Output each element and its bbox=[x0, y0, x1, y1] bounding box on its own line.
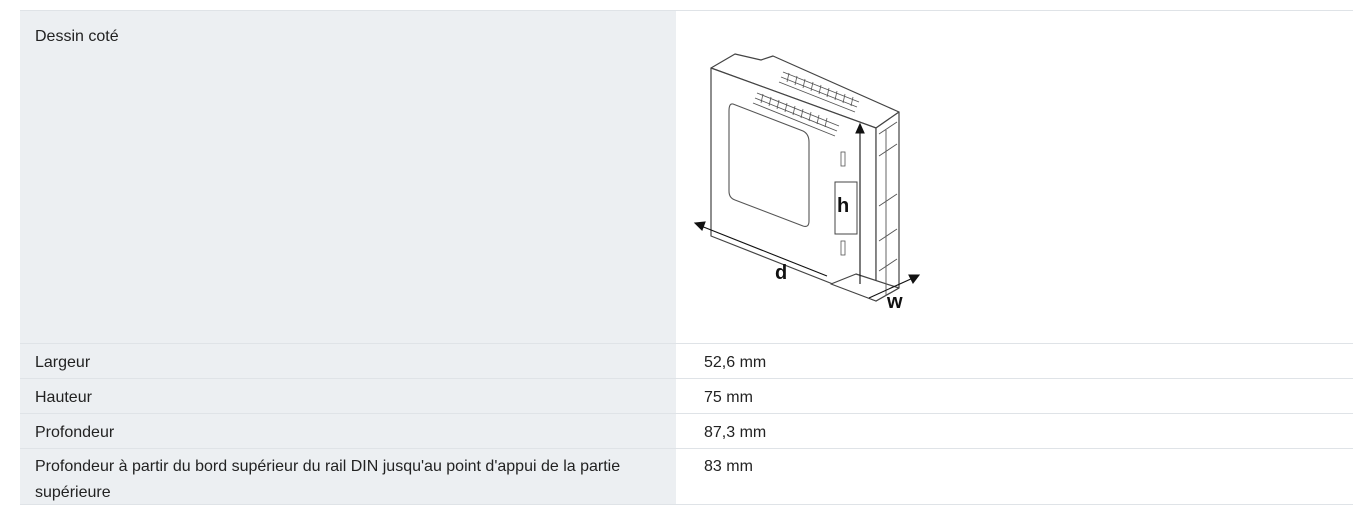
depth-dimension-label: d bbox=[775, 262, 787, 284]
width-dimension-label: w bbox=[886, 291, 903, 313]
dimension-drawing-cell: h d w bbox=[676, 11, 1353, 343]
spec-value: 52,6 mm bbox=[676, 344, 1353, 378]
spec-label: Largeur bbox=[20, 344, 676, 378]
spec-label: Profondeur bbox=[20, 414, 676, 448]
table-row-hauteur: Hauteur 75 mm bbox=[20, 379, 1353, 414]
spec-label: Profondeur à partir du bord supérieur du… bbox=[20, 449, 676, 504]
dimension-drawing-label: Dessin coté bbox=[20, 11, 676, 343]
table-row-dimension-drawing: Dessin coté bbox=[20, 11, 1353, 344]
spec-value: 75 mm bbox=[676, 379, 1353, 413]
spec-label: Hauteur bbox=[20, 379, 676, 413]
spec-value: 83 mm bbox=[676, 449, 1353, 504]
spec-value: 87,3 mm bbox=[676, 414, 1353, 448]
dimension-drawing-image: h d w bbox=[693, 53, 921, 313]
table-row-largeur: Largeur 52,6 mm bbox=[20, 344, 1353, 379]
height-dimension-label: h bbox=[837, 195, 849, 217]
table-row-profondeur-rail-din: Profondeur à partir du bord supérieur du… bbox=[20, 449, 1353, 505]
table-row-profondeur: Profondeur 87,3 mm bbox=[20, 414, 1353, 449]
dimensions-table: Dessin coté bbox=[20, 10, 1353, 505]
